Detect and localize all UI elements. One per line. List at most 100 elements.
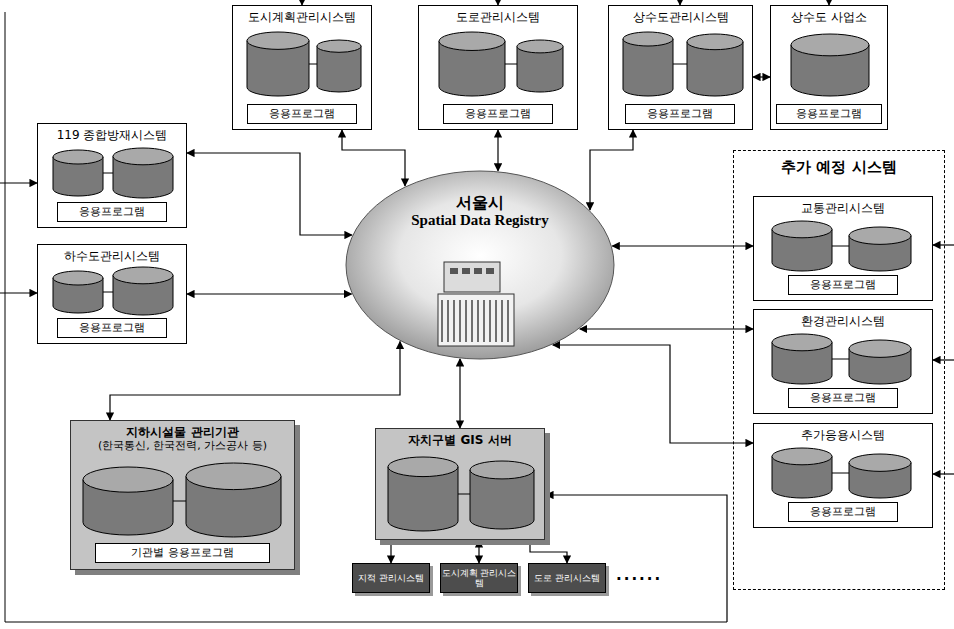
application-box: 응용프로그램: [788, 388, 898, 408]
system-box: 응용프로그램 교통관리시스템: [753, 196, 933, 301]
node-title: 도로 관리시스템: [534, 573, 600, 583]
system-box: 응용프로그램 119 종합방재시스템: [37, 123, 187, 228]
node-title: 응용프로그램: [79, 206, 145, 219]
connector-arrow: [187, 153, 352, 235]
node-title: 도시계획 관리시스템: [441, 568, 517, 589]
system-box: 응용프로그램 상수도관리시스템: [608, 5, 753, 130]
text-group: 응용프로그램: [789, 503, 897, 521]
gis-server-box: 자치구별 GIS 서버: [375, 428, 545, 540]
connector-arrow: [342, 130, 405, 186]
application-box: 응용프로그램: [625, 104, 735, 124]
frame-line: [5, 12, 6, 622]
node-title: 지적 관리시스템: [358, 573, 424, 583]
connector-arrow: [553, 345, 753, 443]
node-title: 응용프로그램: [465, 108, 531, 121]
database-top: [247, 32, 309, 49]
node-title: 도시계획관리시스템: [248, 11, 356, 25]
text-group: 도로관리시스템: [419, 11, 577, 25]
application-box: 기관별 응용프로그램: [95, 543, 270, 563]
database-body: [317, 46, 361, 92]
node-title: 추가 예정 시스템: [781, 159, 896, 176]
database-top: [772, 221, 832, 238]
input-arrow: [0, 182, 37, 183]
text-group: 응용프로그램: [789, 276, 897, 294]
input-arrow: [546, 495, 727, 622]
text-group: 119 종합방재시스템: [38, 129, 186, 143]
database-top: [83, 467, 173, 492]
database-top: [53, 271, 103, 285]
text-group: 응용프로그램: [444, 105, 552, 123]
frame-line: [5, 622, 727, 623]
text-group: 응용프로그램: [58, 203, 166, 221]
database-top: [470, 461, 534, 479]
database-top: [317, 40, 361, 52]
text-group: 응용프로그램: [789, 389, 897, 407]
database-link: [673, 64, 687, 65]
connector-arrow: [390, 540, 391, 563]
database-body: [623, 39, 673, 96]
database-link: [173, 501, 186, 502]
database-top: [687, 34, 743, 50]
database-top: [439, 32, 505, 50]
connector-arrow: [497, 130, 498, 171]
connector-arrow: [612, 245, 753, 246]
database-link: [103, 173, 113, 174]
connector-arrow: [753, 76, 770, 77]
database-top: [849, 454, 911, 471]
connector-arrow: [187, 293, 351, 294]
node-subtitle: (한국통신, 한국전력, 가스공사 등): [98, 440, 267, 453]
node-title: 하수도관리시스템: [64, 250, 160, 264]
text-group: 도로 관리시스템: [529, 564, 605, 592]
node-title: 추가응용시스템: [801, 429, 885, 443]
node-title: 응용프로그램: [810, 506, 876, 519]
database-top: [849, 227, 911, 244]
node-title: 자치구별 GIS 서버: [408, 434, 511, 448]
database-top: [186, 463, 281, 490]
system-box: 응용프로그램 상수도 사업소: [770, 5, 888, 130]
database-link: [458, 494, 470, 495]
text-group: 환경관리시스템: [754, 315, 932, 329]
input-arrow: [933, 244, 954, 245]
database-link: [832, 246, 849, 247]
system-box: 응용프로그램 하수도관리시스템: [37, 244, 187, 344]
application-box: 응용프로그램: [776, 104, 882, 124]
input-arrow: [933, 359, 954, 360]
node-title: 응용프로그램: [796, 108, 862, 121]
application-box: 응용프로그램: [788, 275, 898, 295]
node-title: 상수도관리시스템: [633, 11, 729, 25]
database-link: [309, 64, 317, 65]
node-title: 응용프로그램: [79, 322, 145, 335]
database-link: [505, 64, 517, 65]
ellipsis-label: ......: [616, 566, 662, 584]
registry-ellipse: 서울시Spatial Data Registry: [345, 170, 615, 360]
database-top: [517, 40, 563, 53]
node-title: 서울시: [456, 194, 504, 212]
connector-arrow: [590, 130, 633, 210]
text-group: 하수도관리시스템: [38, 250, 186, 264]
database-top: [53, 150, 103, 164]
connector-arrow: [110, 342, 400, 420]
node-title: 교통관리시스템: [801, 202, 885, 216]
system-box: 응용프로그램 추가응용시스템: [753, 423, 933, 528]
node-title: 응용프로그램: [269, 108, 335, 121]
database-top: [791, 34, 869, 56]
database-top: [388, 457, 458, 477]
system-box: 응용프로그램 도로관리시스템: [418, 5, 578, 130]
district-system-box: 지적 관리시스템: [352, 563, 430, 593]
text-group: 자치구별 GIS 서버: [376, 434, 544, 448]
database-link: [832, 473, 849, 474]
node-title: 기관별 응용프로그램: [131, 547, 234, 560]
district-system-box: 도시계획 관리시스템: [440, 563, 518, 593]
planned-group: 응용프로그램교통관리시스템응용프로그램환경관리시스템응용프로그램추가응용시스템추…: [733, 150, 945, 590]
connector-arrow: [478, 540, 479, 563]
database-link: [832, 359, 849, 360]
system-box: 응용프로그램 도시계획관리시스템: [232, 5, 372, 130]
node-title: 119 종합방재시스템: [57, 129, 168, 143]
database-top: [849, 340, 911, 357]
node-title: 응용프로그램: [810, 279, 876, 292]
text-group: 상수도 사업소: [771, 11, 887, 25]
input-arrow: [0, 292, 37, 293]
database-top: [623, 32, 673, 46]
text-group: 응용프로그램: [248, 105, 356, 123]
text-group: 도시계획관리시스템: [233, 11, 371, 25]
